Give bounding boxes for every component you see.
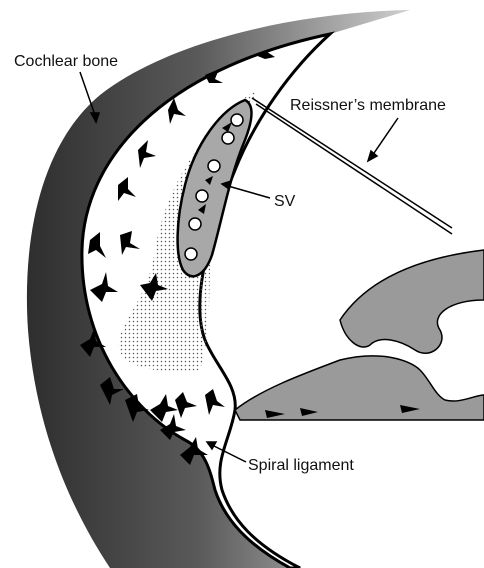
capillary-icon — [208, 160, 220, 172]
capillary-icon — [222, 132, 234, 144]
sv-leader — [228, 186, 270, 198]
reissner-leader — [372, 118, 398, 156]
reissners-membrane — [252, 98, 452, 234]
arrowhead-icon — [368, 151, 377, 161]
capillary-icon — [196, 190, 208, 202]
capillary-icon — [231, 114, 243, 126]
capillary-icon — [185, 248, 197, 260]
spiral-ligament-label: Spiral ligament — [248, 457, 354, 474]
capillary-icon — [189, 218, 201, 230]
stria-vascularis-label: SV — [274, 193, 296, 210]
reissners-membrane-label: Reissner’s membrane — [290, 97, 446, 114]
cochlear-bone-label: Cochlear bone — [14, 53, 118, 70]
basilar-membrane — [235, 356, 484, 420]
spiral-limbus — [340, 250, 484, 353]
